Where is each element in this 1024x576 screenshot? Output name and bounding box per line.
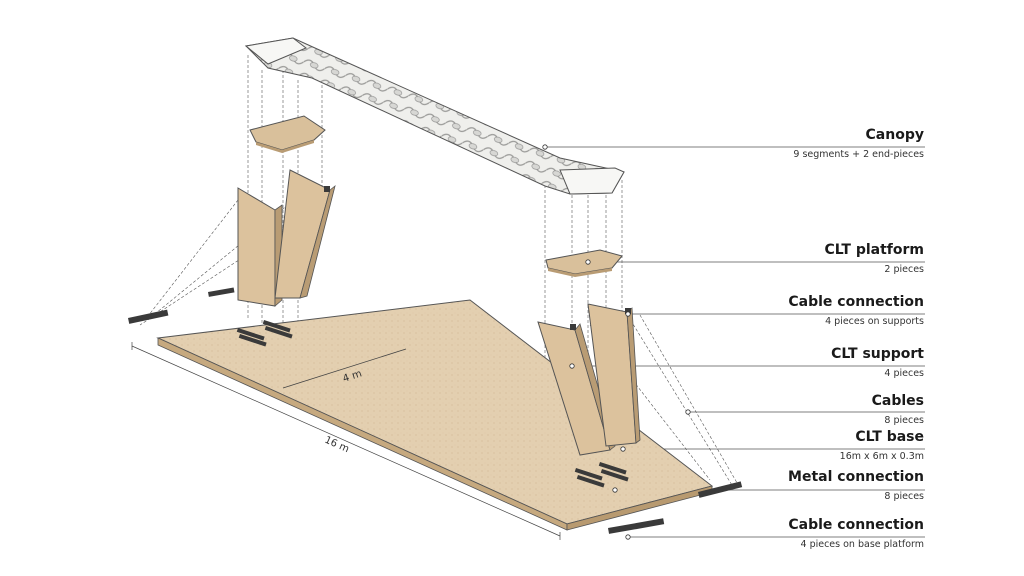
label-title: Cable connection xyxy=(788,517,924,533)
label-title: CLT support xyxy=(831,346,924,362)
clt-base xyxy=(156,299,714,531)
label-canopy: Canopy 9 segments + 2 end-pieces xyxy=(793,127,924,161)
label-subtitle: 9 segments + 2 end-pieces xyxy=(793,149,924,160)
label-cables: Cables 8 pieces xyxy=(872,393,924,427)
clt-supports xyxy=(237,169,641,456)
label-subtitle: 8 pieces xyxy=(884,491,924,502)
dim-length: 16 m xyxy=(323,435,351,455)
label-title: Cable connection xyxy=(788,294,924,310)
label-title: CLT base xyxy=(855,429,924,445)
label-title: Canopy xyxy=(865,127,924,143)
clt-platform-left xyxy=(249,115,326,153)
metal-connections xyxy=(236,320,629,488)
label-cable-connection-base: Cable connection 4 pieces on base platfo… xyxy=(788,517,924,551)
canopy xyxy=(244,37,625,195)
dimension-lines xyxy=(131,342,561,540)
label-subtitle: 8 pieces xyxy=(884,415,924,426)
cable-connection-plates xyxy=(128,186,743,534)
leader-dots xyxy=(542,144,691,540)
label-title: Metal connection xyxy=(788,469,924,485)
label-metal-connection: Metal connection 8 pieces xyxy=(788,469,924,503)
label-clt-platform: CLT platform 2 pieces xyxy=(825,242,924,276)
label-subtitle: 2 pieces xyxy=(884,264,924,275)
label-subtitle: 16m x 6m x 0.3m xyxy=(839,451,924,462)
label-cable-connection-supports: Cable connection 4 pieces on supports xyxy=(788,294,924,328)
label-subtitle: 4 pieces on supports xyxy=(825,316,924,327)
label-subtitle: 4 pieces xyxy=(884,368,924,379)
label-subtitle: 4 pieces on base platform xyxy=(800,539,925,550)
label-title: CLT platform xyxy=(824,242,924,258)
label-title: Cables xyxy=(871,393,924,409)
label-clt-support: CLT support 4 pieces xyxy=(831,346,924,380)
clt-platform-right xyxy=(545,249,623,277)
label-clt-base: CLT base 16m x 6m x 0.3m xyxy=(840,429,924,463)
